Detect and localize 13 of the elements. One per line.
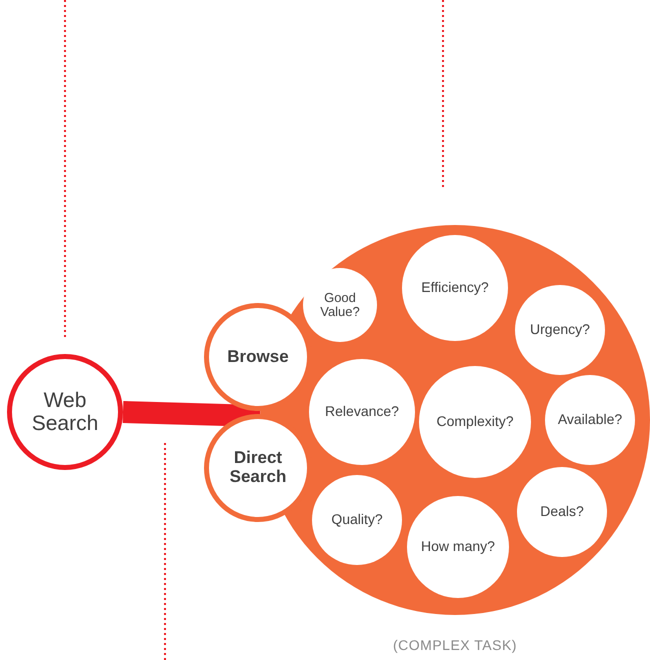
- circle-label: Available?: [556, 412, 624, 428]
- circle-label: Deals?: [539, 504, 585, 520]
- circle-label: Web Search: [30, 388, 100, 436]
- circle-label: Complexity?: [435, 414, 515, 430]
- node-label: (COMPLEX TASK): [392, 637, 518, 653]
- circle-label: Good Value?: [319, 290, 361, 320]
- circle-label: Direct Search: [228, 449, 288, 487]
- circle-label: How many?: [420, 539, 496, 555]
- circle-label: Quality?: [330, 512, 384, 528]
- circle-label: Efficiency?: [420, 280, 490, 296]
- circle-label: Relevance?: [324, 404, 400, 420]
- circle-label: Urgency?: [529, 322, 591, 338]
- circle-label: Browse: [226, 348, 290, 366]
